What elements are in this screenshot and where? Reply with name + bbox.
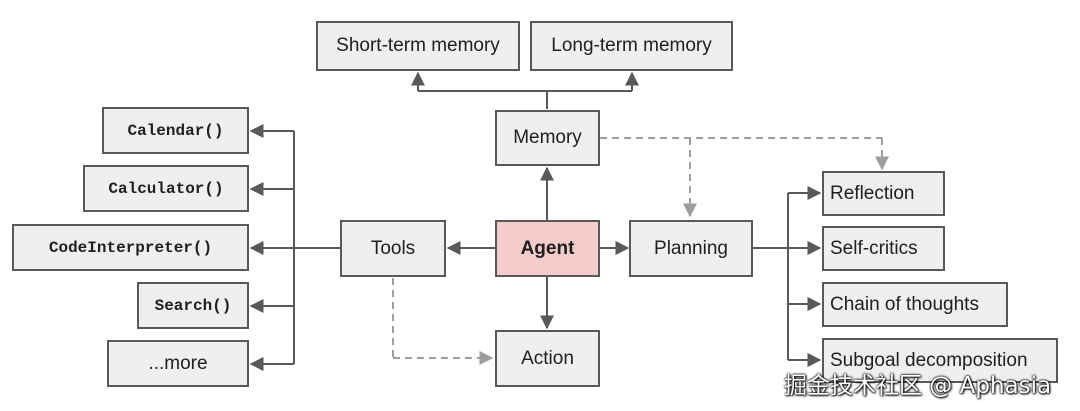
tool-item-calendar: Calendar() — [102, 107, 249, 154]
tool-item-calculator: Calculator() — [83, 165, 249, 212]
planning-item-subgoal-decomposition: Subgoal decomposition — [822, 338, 1058, 383]
watermark-text: 掘金技术社区 @ Aphasia — [784, 373, 1052, 399]
agent-node: Agent — [495, 220, 600, 277]
planning-item-chain-of-thoughts: Chain of thoughts — [822, 282, 1008, 327]
tool-item-code-interpreter: CodeInterpreter() — [12, 224, 249, 271]
agent-connectors — [446, 166, 630, 330]
planning-item-reflection: Reflection — [822, 171, 945, 216]
short-term-memory-node: Short-term memory — [316, 21, 520, 71]
tool-item-search: Search() — [137, 282, 249, 329]
tools-to-items-connector — [249, 124, 340, 371]
dashed-connectors — [392, 137, 889, 365]
planning-item-self-critics: Self-critics — [822, 226, 945, 271]
memory-node: Memory — [495, 110, 600, 166]
memory-to-stores-connector — [411, 71, 639, 109]
planning-to-items-connector — [753, 186, 822, 367]
long-term-memory-node: Long-term memory — [530, 21, 733, 71]
planning-node: Planning — [629, 220, 753, 277]
tools-node: Tools — [340, 220, 446, 277]
tool-item-more: ...more — [107, 340, 249, 387]
action-node: Action — [495, 330, 600, 387]
